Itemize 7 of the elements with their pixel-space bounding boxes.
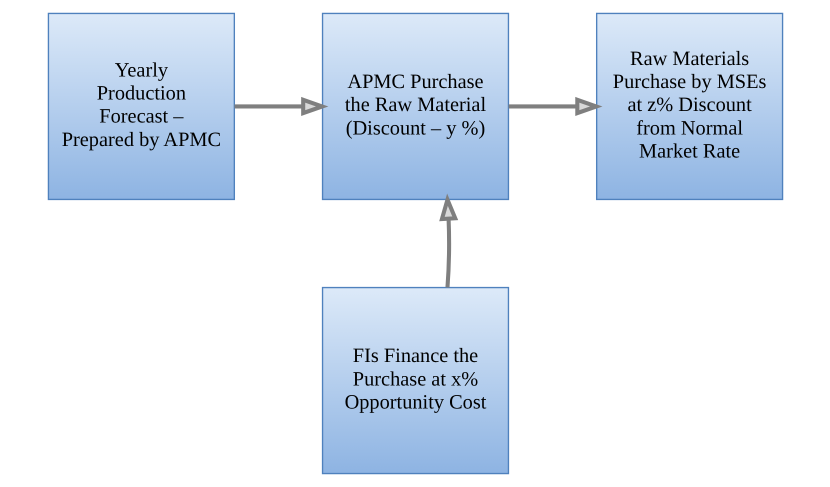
- node-box: APMC Purchase the Raw Material (Discount – y %): [321, 12, 509, 200]
- node-box: FIs Finance the Purchase at x% Opportunity Cost: [321, 286, 509, 474]
- node-box: Raw Materials Purchase by MSEs at z% Discount from Normal Market Rate: [595, 12, 783, 200]
- arrow: [234, 96, 328, 116]
- node-box: Yearly Production Forecast – Prepared by APMC: [47, 12, 235, 200]
- arrow: [508, 96, 602, 116]
- arrow: [438, 194, 458, 288]
